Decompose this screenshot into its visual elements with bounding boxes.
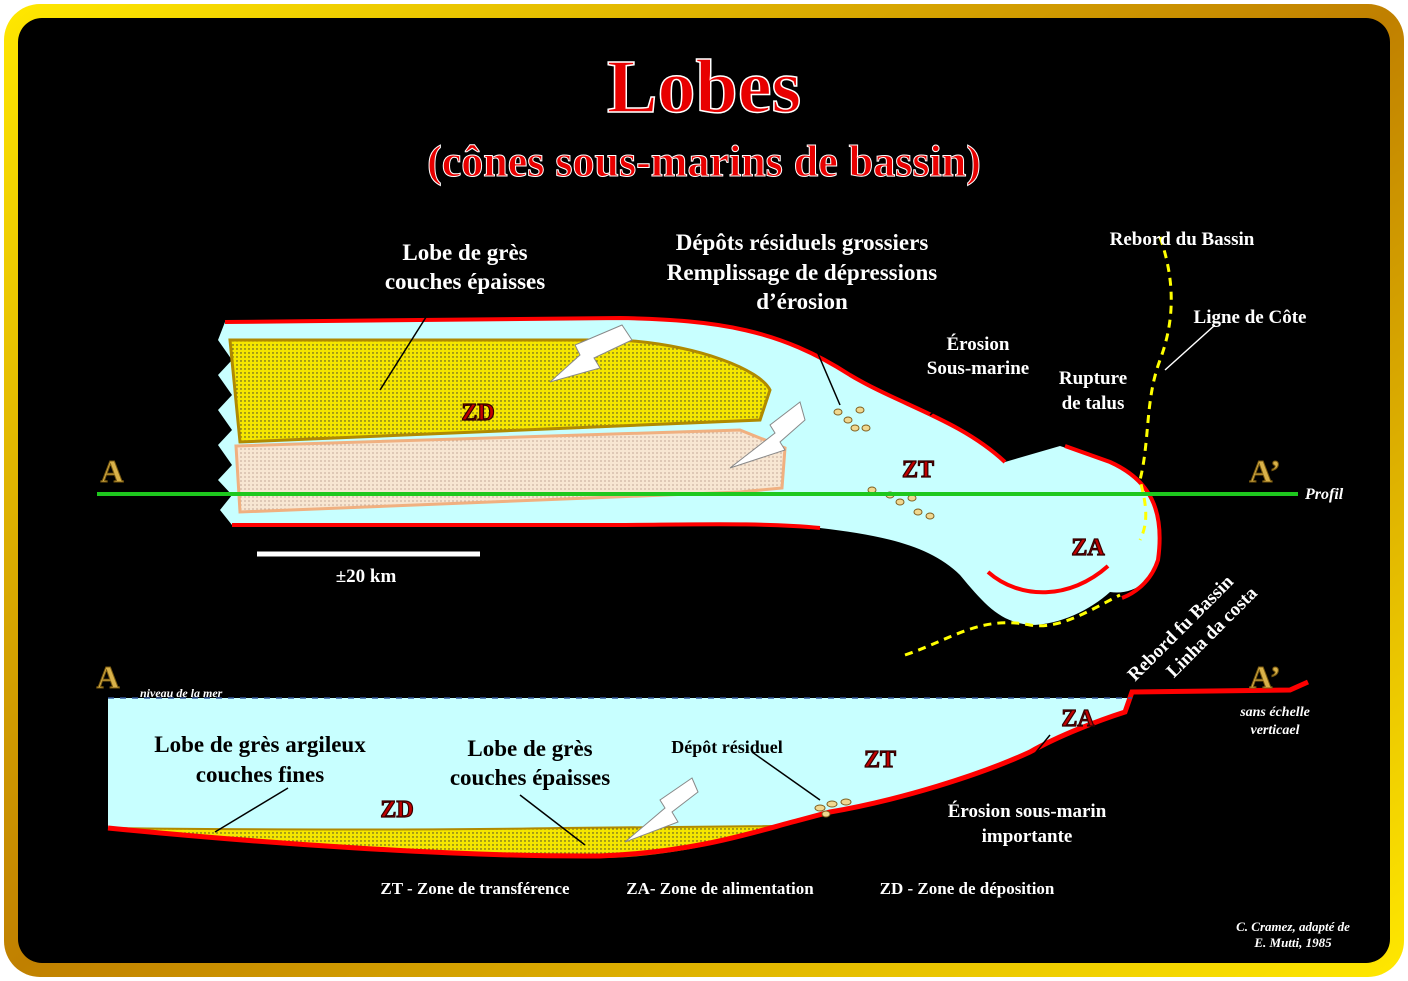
plan-lower-outline [232, 522, 821, 530]
label-no-scale: sans échelle [1239, 705, 1310, 720]
thick-sandstone-lobe [228, 338, 772, 444]
section-zone-zt: ZT [864, 747, 896, 773]
zone-zd: ZD [461, 400, 494, 426]
subtitle: (cônes sous-marins de bassin) [427, 137, 981, 186]
flow-arrow-icon [624, 777, 699, 843]
label-residual: Dépôts résiduels grossiers [676, 230, 929, 255]
label-rupture-2: de talus [1062, 393, 1125, 414]
label-lobe-fine: Lobe de grès argileux [154, 732, 366, 757]
section-point-a-prime: A’ [1249, 659, 1280, 695]
label-profil: Profil [1304, 486, 1344, 503]
thin-sandstone-lobe [234, 428, 787, 514]
label-no-scale-2: verticael [1251, 723, 1300, 738]
residual-deposit [814, 798, 852, 818]
label-residual-deposit: Dépôt résiduel [671, 737, 783, 757]
flow-arrow-icon [729, 401, 806, 469]
label-section-lobe-thick: Lobe de grès [467, 736, 592, 761]
legend-za: ZA- Zone de alimentation [626, 879, 814, 898]
legend-zd: ZD - Zone de déposition [880, 879, 1055, 898]
credit-2: E. Mutti, 1985 [1253, 935, 1332, 950]
label-erosion: Érosion [946, 333, 1009, 355]
label-residual-2: Remplissage de dépressions [667, 260, 938, 285]
flow-arrow-icon [549, 324, 633, 383]
label-ligne-cote: Ligne de Côte [1194, 307, 1307, 328]
scale-label: ±20 km [336, 566, 397, 587]
zone-zt: ZT [902, 457, 934, 483]
label-rupture: Rupture [1059, 368, 1127, 389]
credit: C. Cramez, adapté de [1236, 919, 1350, 934]
point-a: A [100, 453, 123, 489]
point-a-prime: A’ [1249, 453, 1280, 489]
coastline-dashed [1138, 236, 1173, 541]
water-body [108, 698, 1132, 856]
section-zone-zd: ZD [380, 797, 413, 823]
plan-view [97, 236, 1298, 657]
zone-za: ZA [1071, 535, 1105, 561]
title: Lobes [607, 45, 801, 129]
label-erosion-important-2: importante [982, 826, 1073, 847]
basin-edge-dashed [904, 593, 1121, 657]
erosion-scarp [986, 564, 1110, 595]
section-point-a: A [96, 659, 119, 695]
label-erosion-important: Érosion sous-marin [948, 800, 1107, 822]
label-sea-level: niveau de la mer [140, 686, 223, 700]
section-zone-za: ZA [1061, 706, 1095, 732]
label-section-lobe-thick-2: couches épaisses [450, 765, 610, 790]
label-rebord: Rebord du Bassin [1110, 229, 1255, 250]
label-residual-3: d’érosion [756, 289, 848, 314]
cross-section [107, 679, 1310, 859]
seafloor-profile [107, 679, 1310, 859]
label-lobe-thick-2: couches épaisses [385, 269, 545, 294]
plan-upper-outline [224, 315, 1007, 464]
slope-break-outline [1064, 444, 1162, 600]
label-lobe-fine-2: couches fines [196, 762, 324, 787]
label-lobe-thick: Lobe de grès [402, 240, 527, 265]
legend-zt: ZT - Zone de transférence [380, 879, 570, 898]
label-erosion-2: Sous-marine [927, 358, 1029, 379]
